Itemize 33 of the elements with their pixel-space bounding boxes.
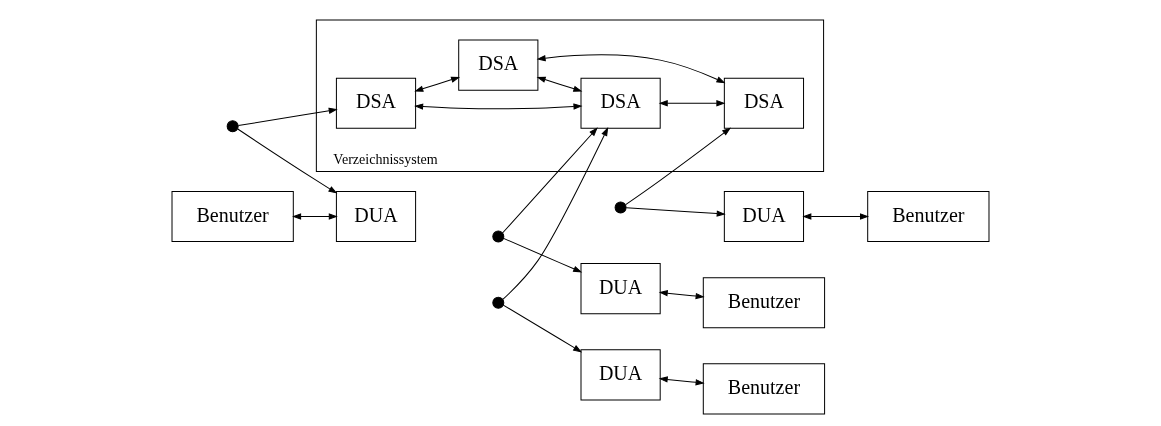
arrow xyxy=(659,376,704,386)
arrow xyxy=(503,237,582,273)
node-box: DUA xyxy=(335,190,417,243)
arrow xyxy=(293,213,337,220)
node-circle xyxy=(226,120,239,133)
arrow xyxy=(502,304,582,353)
arrow xyxy=(659,100,725,107)
node-box: DSA xyxy=(335,77,417,129)
node-box: DSA xyxy=(580,77,661,129)
node-box: DSA xyxy=(458,39,539,91)
arrow xyxy=(502,128,598,234)
arrow xyxy=(803,213,868,220)
arrow xyxy=(237,128,337,194)
arrow xyxy=(237,107,337,126)
node-box: DUA xyxy=(723,190,805,243)
arrow xyxy=(415,103,582,110)
arrow xyxy=(659,290,704,300)
node-box: Benutzer xyxy=(867,190,990,243)
node-box: DSA xyxy=(723,77,805,129)
node-box: Benutzer xyxy=(702,363,826,415)
arrow xyxy=(502,127,609,300)
arrow xyxy=(415,76,460,92)
node-box: Benutzer xyxy=(171,190,294,243)
node-box: DUA xyxy=(580,263,661,315)
node-circle xyxy=(614,201,627,214)
node-box: Benutzer xyxy=(702,277,826,329)
arrow xyxy=(625,207,725,217)
node-circle xyxy=(492,230,505,243)
node-circle xyxy=(492,296,505,309)
node-box: DUA xyxy=(580,349,661,401)
arrow xyxy=(537,54,725,84)
arrow xyxy=(537,76,582,92)
arrow xyxy=(625,128,731,206)
